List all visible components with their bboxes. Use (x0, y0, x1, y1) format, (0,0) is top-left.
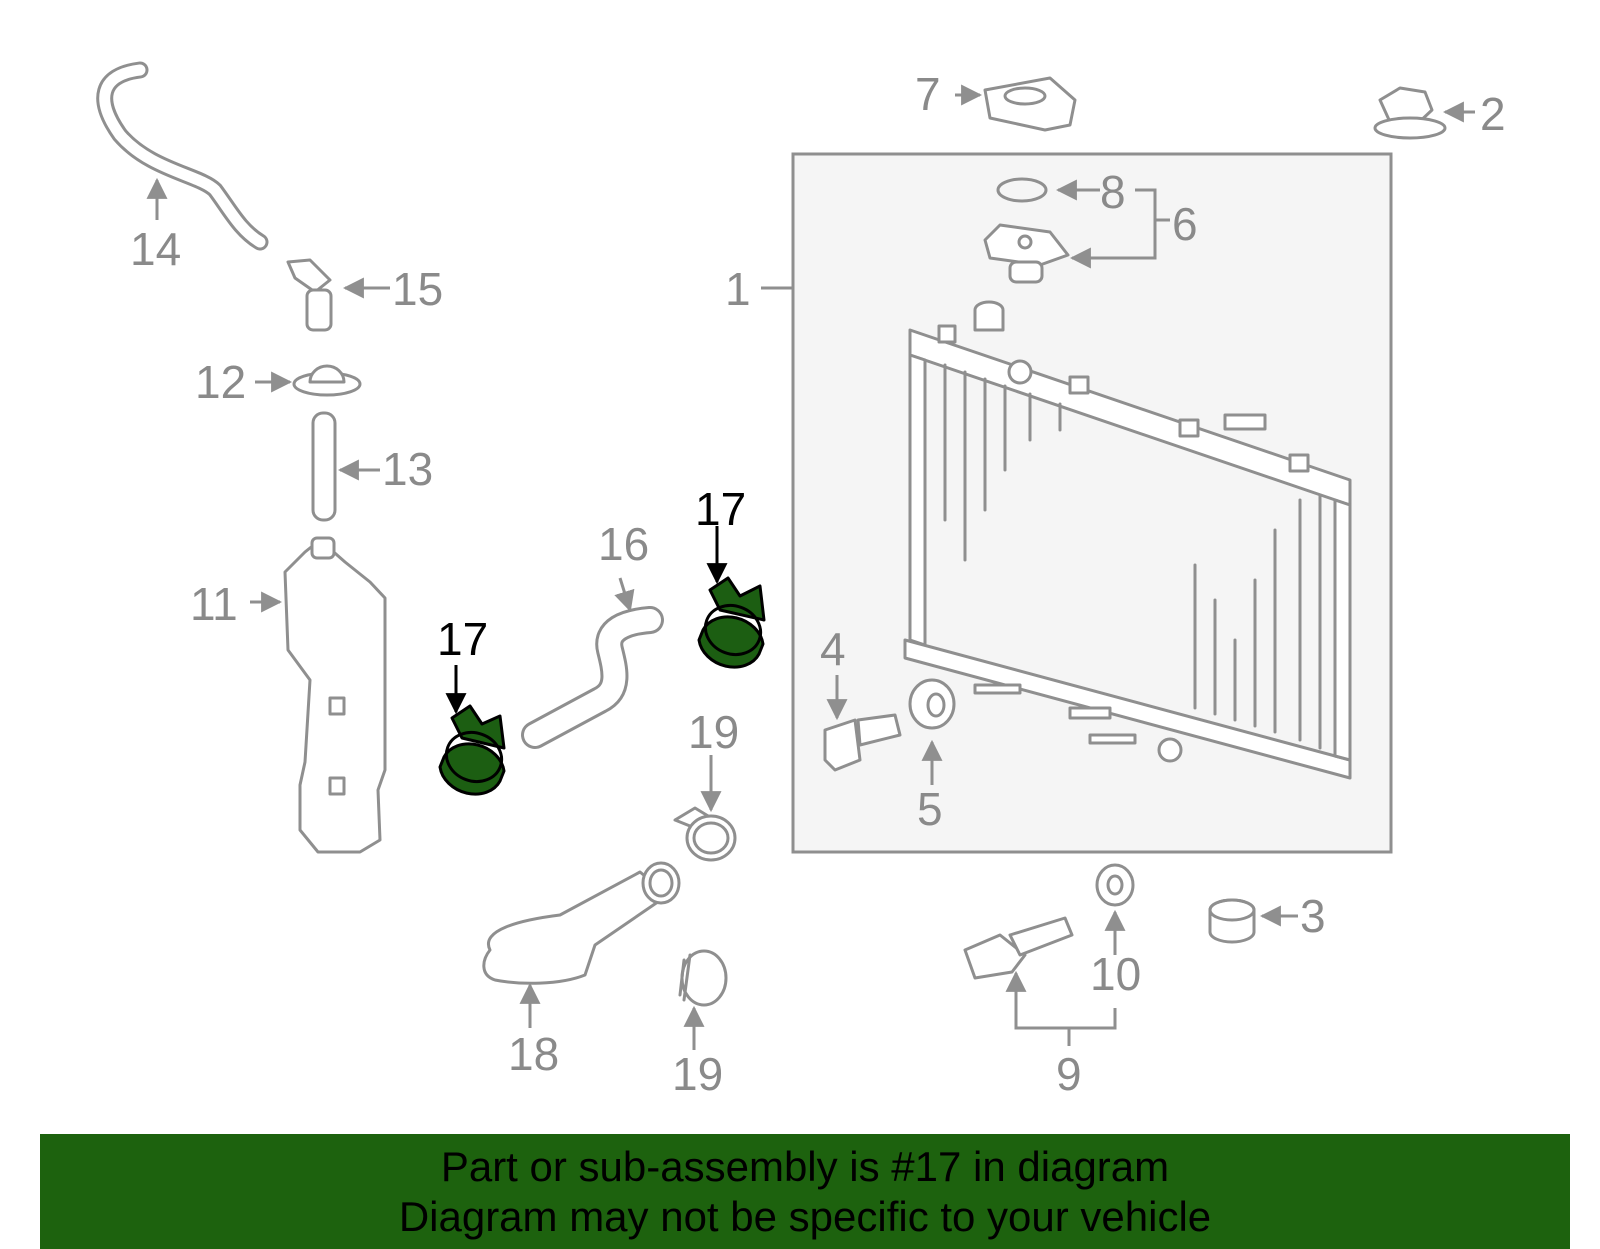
label-4: 4 (820, 623, 846, 675)
label-3: 3 (1300, 890, 1326, 942)
hose-clamp-icon-b (438, 704, 506, 796)
label-11: 11 (190, 578, 238, 630)
hose-clamp-icon-a (697, 576, 766, 669)
label-2: 2 (1480, 88, 1506, 140)
banner-line-part: Part or sub-assembly is #17 in diagram (440, 1142, 1170, 1190)
banner-line-disclaimer: Diagram may not be specific to your vehi… (398, 1192, 1212, 1240)
radiator-icon (903, 300, 1352, 780)
overflow-hose-icon (96, 61, 269, 251)
label-10: 10 (1090, 948, 1141, 1000)
clamp-icon-upper-19 (673, 806, 737, 862)
mount-cushion-icon (983, 76, 1077, 132)
grommet-icon (292, 364, 362, 397)
label-18: 18 (508, 1028, 559, 1080)
nut-icon (1373, 86, 1447, 140)
o-ring-icon (996, 177, 1048, 203)
radiator-cap-icon (983, 223, 1070, 284)
label-17-upper: 17 (695, 483, 746, 535)
label-1: 1 (725, 263, 751, 315)
label-7: 7 (915, 68, 941, 120)
bushing-icon (1208, 898, 1256, 944)
washer-icon (1095, 863, 1135, 907)
label-19-lower: 19 (672, 1048, 723, 1100)
lower-hose-icon (482, 861, 681, 985)
label-13: 13 (382, 443, 433, 495)
label-12: 12 (195, 356, 246, 408)
label-17-lower: 17 (437, 613, 488, 665)
hose-joint-icon (286, 258, 333, 332)
reserve-tank-icon (283, 536, 387, 854)
callout-arrows (146, 84, 1475, 1050)
plug-icon (908, 678, 956, 730)
label-6: 6 (1172, 198, 1198, 250)
info-banner: Part or sub-assembly is #17 in diagram D… (40, 1134, 1570, 1249)
drain-plug-icon (963, 916, 1074, 980)
label-14: 14 (130, 223, 181, 275)
clamp-icon-lower-19 (678, 949, 728, 1007)
label-16: 16 (598, 518, 649, 570)
pipe-icon (311, 411, 337, 522)
label-8: 8 (1100, 166, 1126, 218)
sensor-icon (823, 713, 902, 772)
label-5: 5 (917, 783, 943, 835)
upper-hose-icon (521, 606, 664, 749)
label-9: 9 (1056, 1048, 1082, 1100)
label-15: 15 (392, 263, 443, 315)
label-19-upper: 19 (688, 706, 739, 758)
